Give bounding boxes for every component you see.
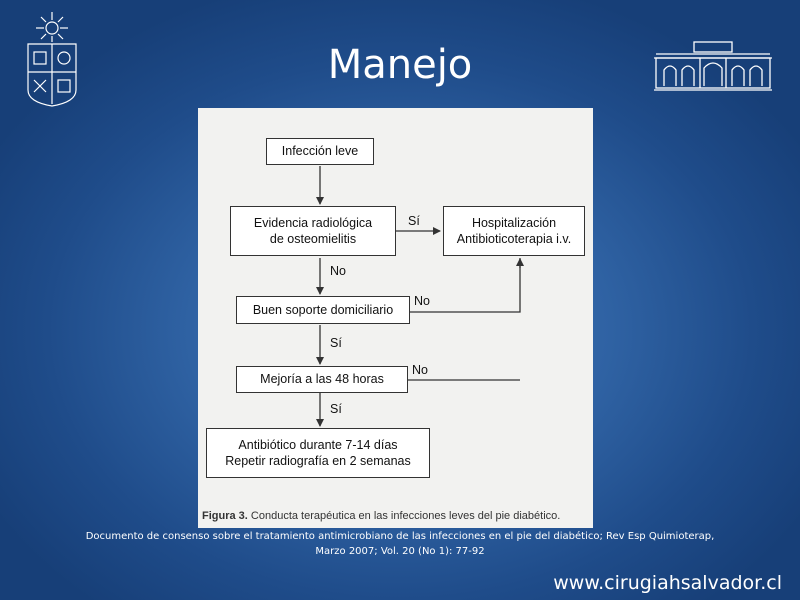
node-antibiotico: Antibiótico durante 7-14 días Repetir ra…	[206, 428, 430, 478]
node-mejoria-48h: Mejoría a las 48 horas	[236, 366, 408, 393]
edge-label-no-soporte: No	[330, 264, 346, 278]
figure-caption: Figura 3. Conducta terapéutica en las in…	[202, 510, 560, 522]
node-hospitalizacion: Hospitalización Antibioticoterapia i.v.	[443, 206, 585, 256]
figure-caption-label: Figura 3.	[202, 510, 248, 522]
edge-label-no-soporte-hosp: No	[414, 294, 430, 308]
edge-label-no-mejoria-hosp: No	[412, 363, 428, 377]
edge-label-si-mejoria: Sí	[330, 336, 342, 350]
node-soporte-domiciliario: Buen soporte domiciliario	[236, 296, 410, 324]
figure-caption-text: Conducta terapéutica en las infecciones …	[247, 510, 561, 522]
reference-citation: Documento de consenso sobre el tratamien…	[85, 531, 715, 557]
node-infeccion-leve: Infección leve	[266, 138, 374, 165]
flowchart-connectors	[316, 166, 524, 427]
website-url[interactable]: www.cirugiahsalvador.cl	[553, 572, 782, 594]
hospital-building-icon	[652, 40, 774, 92]
arrow-soporte-to-hospitalizacion	[410, 258, 521, 313]
edge-label-si-antibiotico: Sí	[330, 402, 342, 416]
university-crest-icon	[24, 10, 80, 108]
flowchart-figure: Infección leve Evidencia radiológica de …	[198, 108, 593, 528]
slide-title: Manejo	[327, 42, 473, 88]
node-evidencia-osteomielitis: Evidencia radiológica de osteomielitis	[230, 206, 396, 256]
edge-label-si-hosp: Sí	[408, 214, 420, 228]
